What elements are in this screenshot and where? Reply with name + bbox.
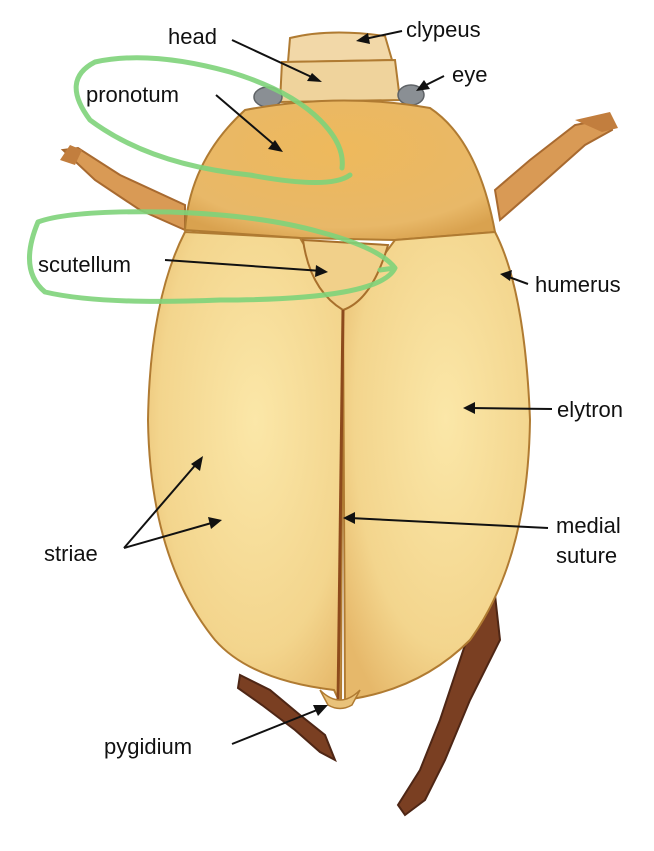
label-humerus: humerus (535, 272, 621, 297)
label-medial: medial (556, 513, 621, 538)
right-elytron (343, 232, 530, 700)
label-clypeus: clypeus (406, 17, 481, 42)
elytron-arrow (470, 408, 552, 409)
label-suture: suture (556, 543, 617, 568)
label-striae: striae (44, 541, 98, 566)
label-eye: eye (452, 62, 487, 87)
label-pronotum: pronotum (86, 82, 179, 107)
beetle-elytra (148, 232, 530, 709)
beetle-head (254, 32, 424, 107)
label-head: head (168, 24, 217, 49)
right-foreleg (495, 118, 612, 220)
head-shape (280, 60, 400, 102)
label-scutellum: scutellum (38, 252, 131, 277)
label-elytron: elytron (557, 397, 623, 422)
label-pygidium: pygidium (104, 734, 192, 759)
pronotum-shape (185, 100, 495, 240)
eye-arrowhead (416, 80, 430, 91)
